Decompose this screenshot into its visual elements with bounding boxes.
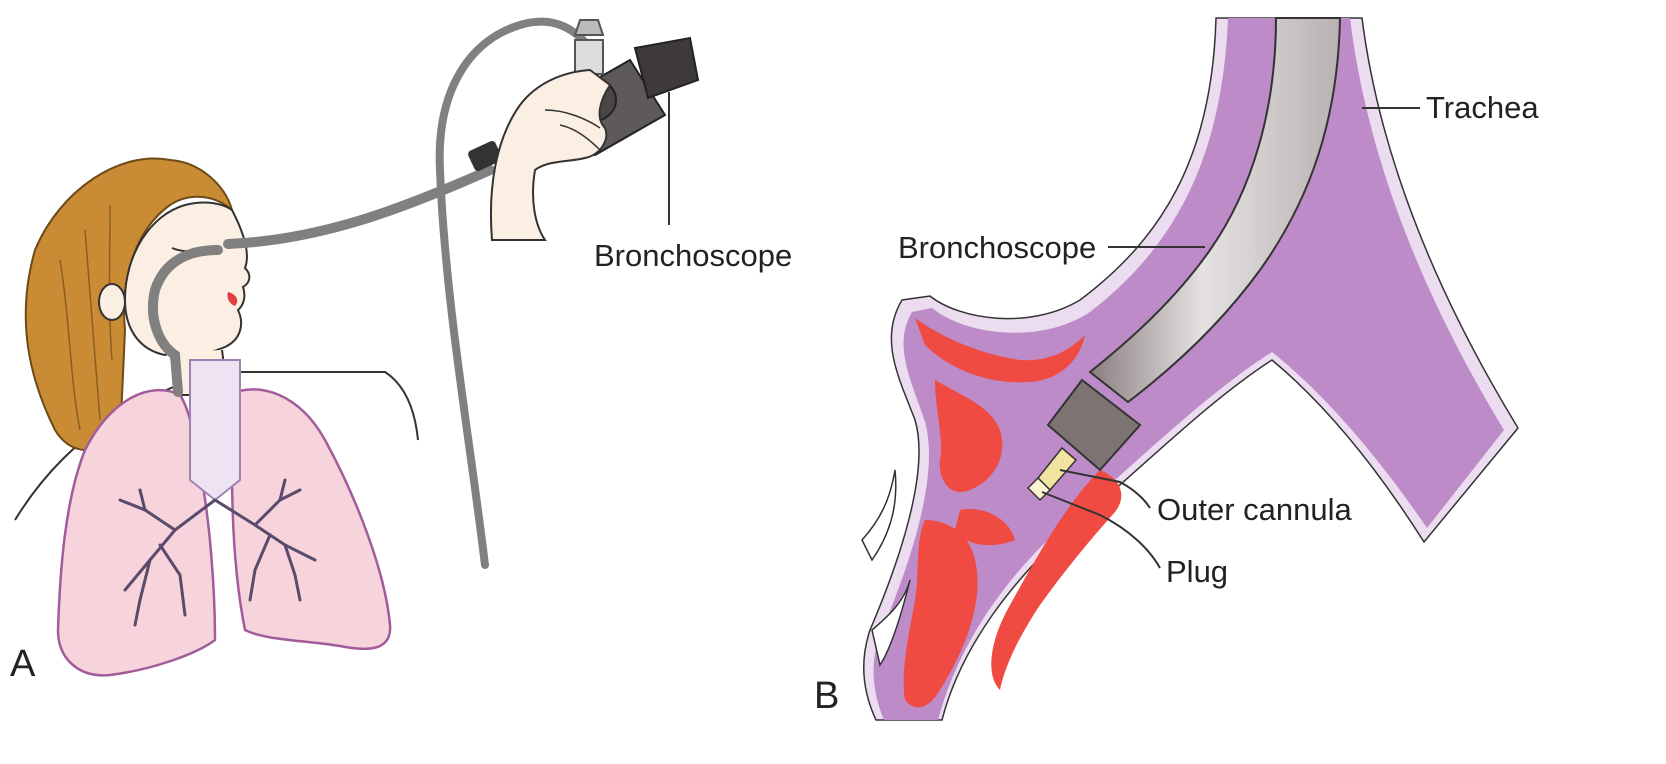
label-trachea: Trachea	[1426, 90, 1539, 125]
panel-letter-b: B	[814, 675, 839, 717]
panel-letter-a: A	[10, 643, 36, 685]
label-plug: Plug	[1166, 554, 1228, 589]
label-bronchoscope-a: Bronchoscope	[594, 238, 792, 273]
panel-b: Trachea Bronchoscope Outer cannula Plug …	[814, 18, 1539, 720]
patient-trachea	[190, 360, 240, 500]
label-outer-cannula: Outer cannula	[1157, 492, 1352, 527]
hand	[491, 70, 610, 240]
label-bronchoscope-b: Bronchoscope	[898, 230, 1096, 265]
patient-ear	[99, 284, 125, 320]
scope-tube	[228, 170, 490, 244]
panel-a: Bronchoscope A	[10, 20, 792, 685]
airway-cutout-2	[862, 470, 896, 560]
